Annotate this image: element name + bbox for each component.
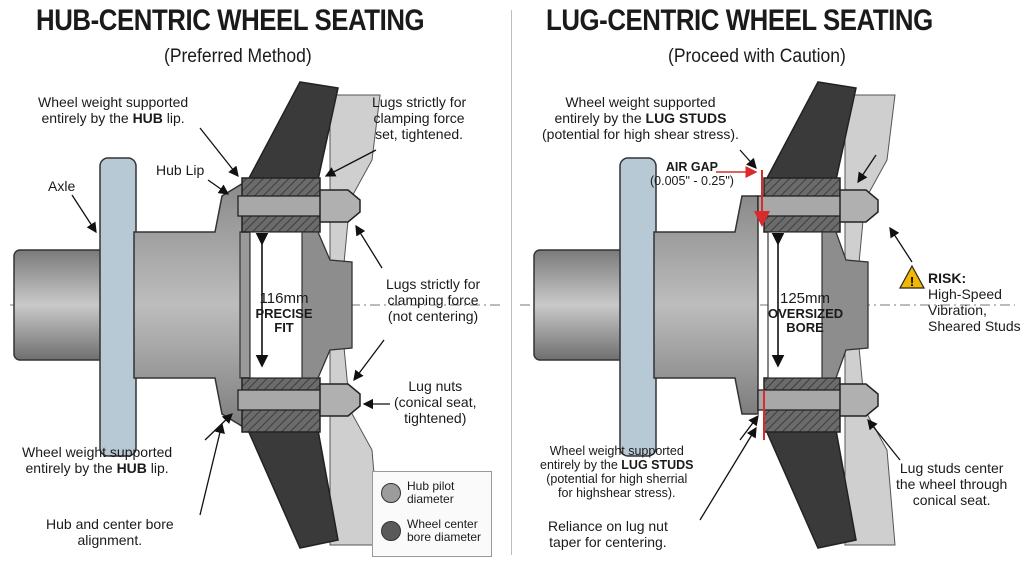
left-wheel-bottom xyxy=(246,429,339,549)
left-dimension: 116mm PRECISE FIT xyxy=(255,290,313,335)
risk-note: RISK: High-Speed Vibration, Sheared Stud… xyxy=(928,270,1021,334)
hub-lip-label: Hub Lip xyxy=(156,162,205,178)
hub-pilot-swatch xyxy=(381,483,401,503)
air-gap-label: AIR GAP(0.005" - 0.25") xyxy=(650,160,734,188)
right-top-note: Wheel weight supported entirely by the L… xyxy=(542,94,739,142)
left-subtitle: (Preferred Method) xyxy=(164,46,312,67)
wheel-center-swatch xyxy=(381,521,401,541)
left-axle xyxy=(13,249,107,361)
left-hub-assembly xyxy=(10,81,500,549)
left-top-note: Wheel weight supported entirely by the H… xyxy=(38,94,189,126)
panel-divider xyxy=(511,10,512,555)
right-hub-assembly: ! xyxy=(520,81,1015,549)
left-title: HUB-CENTRIC WHEEL SEATING xyxy=(36,4,425,37)
right-bottom-note: Wheel weight supported entirely by the L… xyxy=(540,444,694,500)
risk-warning-icon xyxy=(898,264,926,289)
svg-text:!: ! xyxy=(910,274,914,289)
right-title: LUG-CENTRIC WHEEL SEATING xyxy=(546,4,933,37)
left-flange xyxy=(99,157,137,457)
right-subtitle: (Proceed with Caution) xyxy=(668,46,846,67)
left-bottom-note: Wheel weight supported entirely by the H… xyxy=(22,444,173,476)
left-lug-nuts: Lug nuts(conical seat,tightened) xyxy=(394,378,477,426)
left-wheel-top xyxy=(246,81,339,181)
right-dimension: 125mm OVERSIZED BORE xyxy=(768,290,844,335)
axle-label: Axle xyxy=(48,178,76,194)
left-hub-body xyxy=(133,180,246,430)
